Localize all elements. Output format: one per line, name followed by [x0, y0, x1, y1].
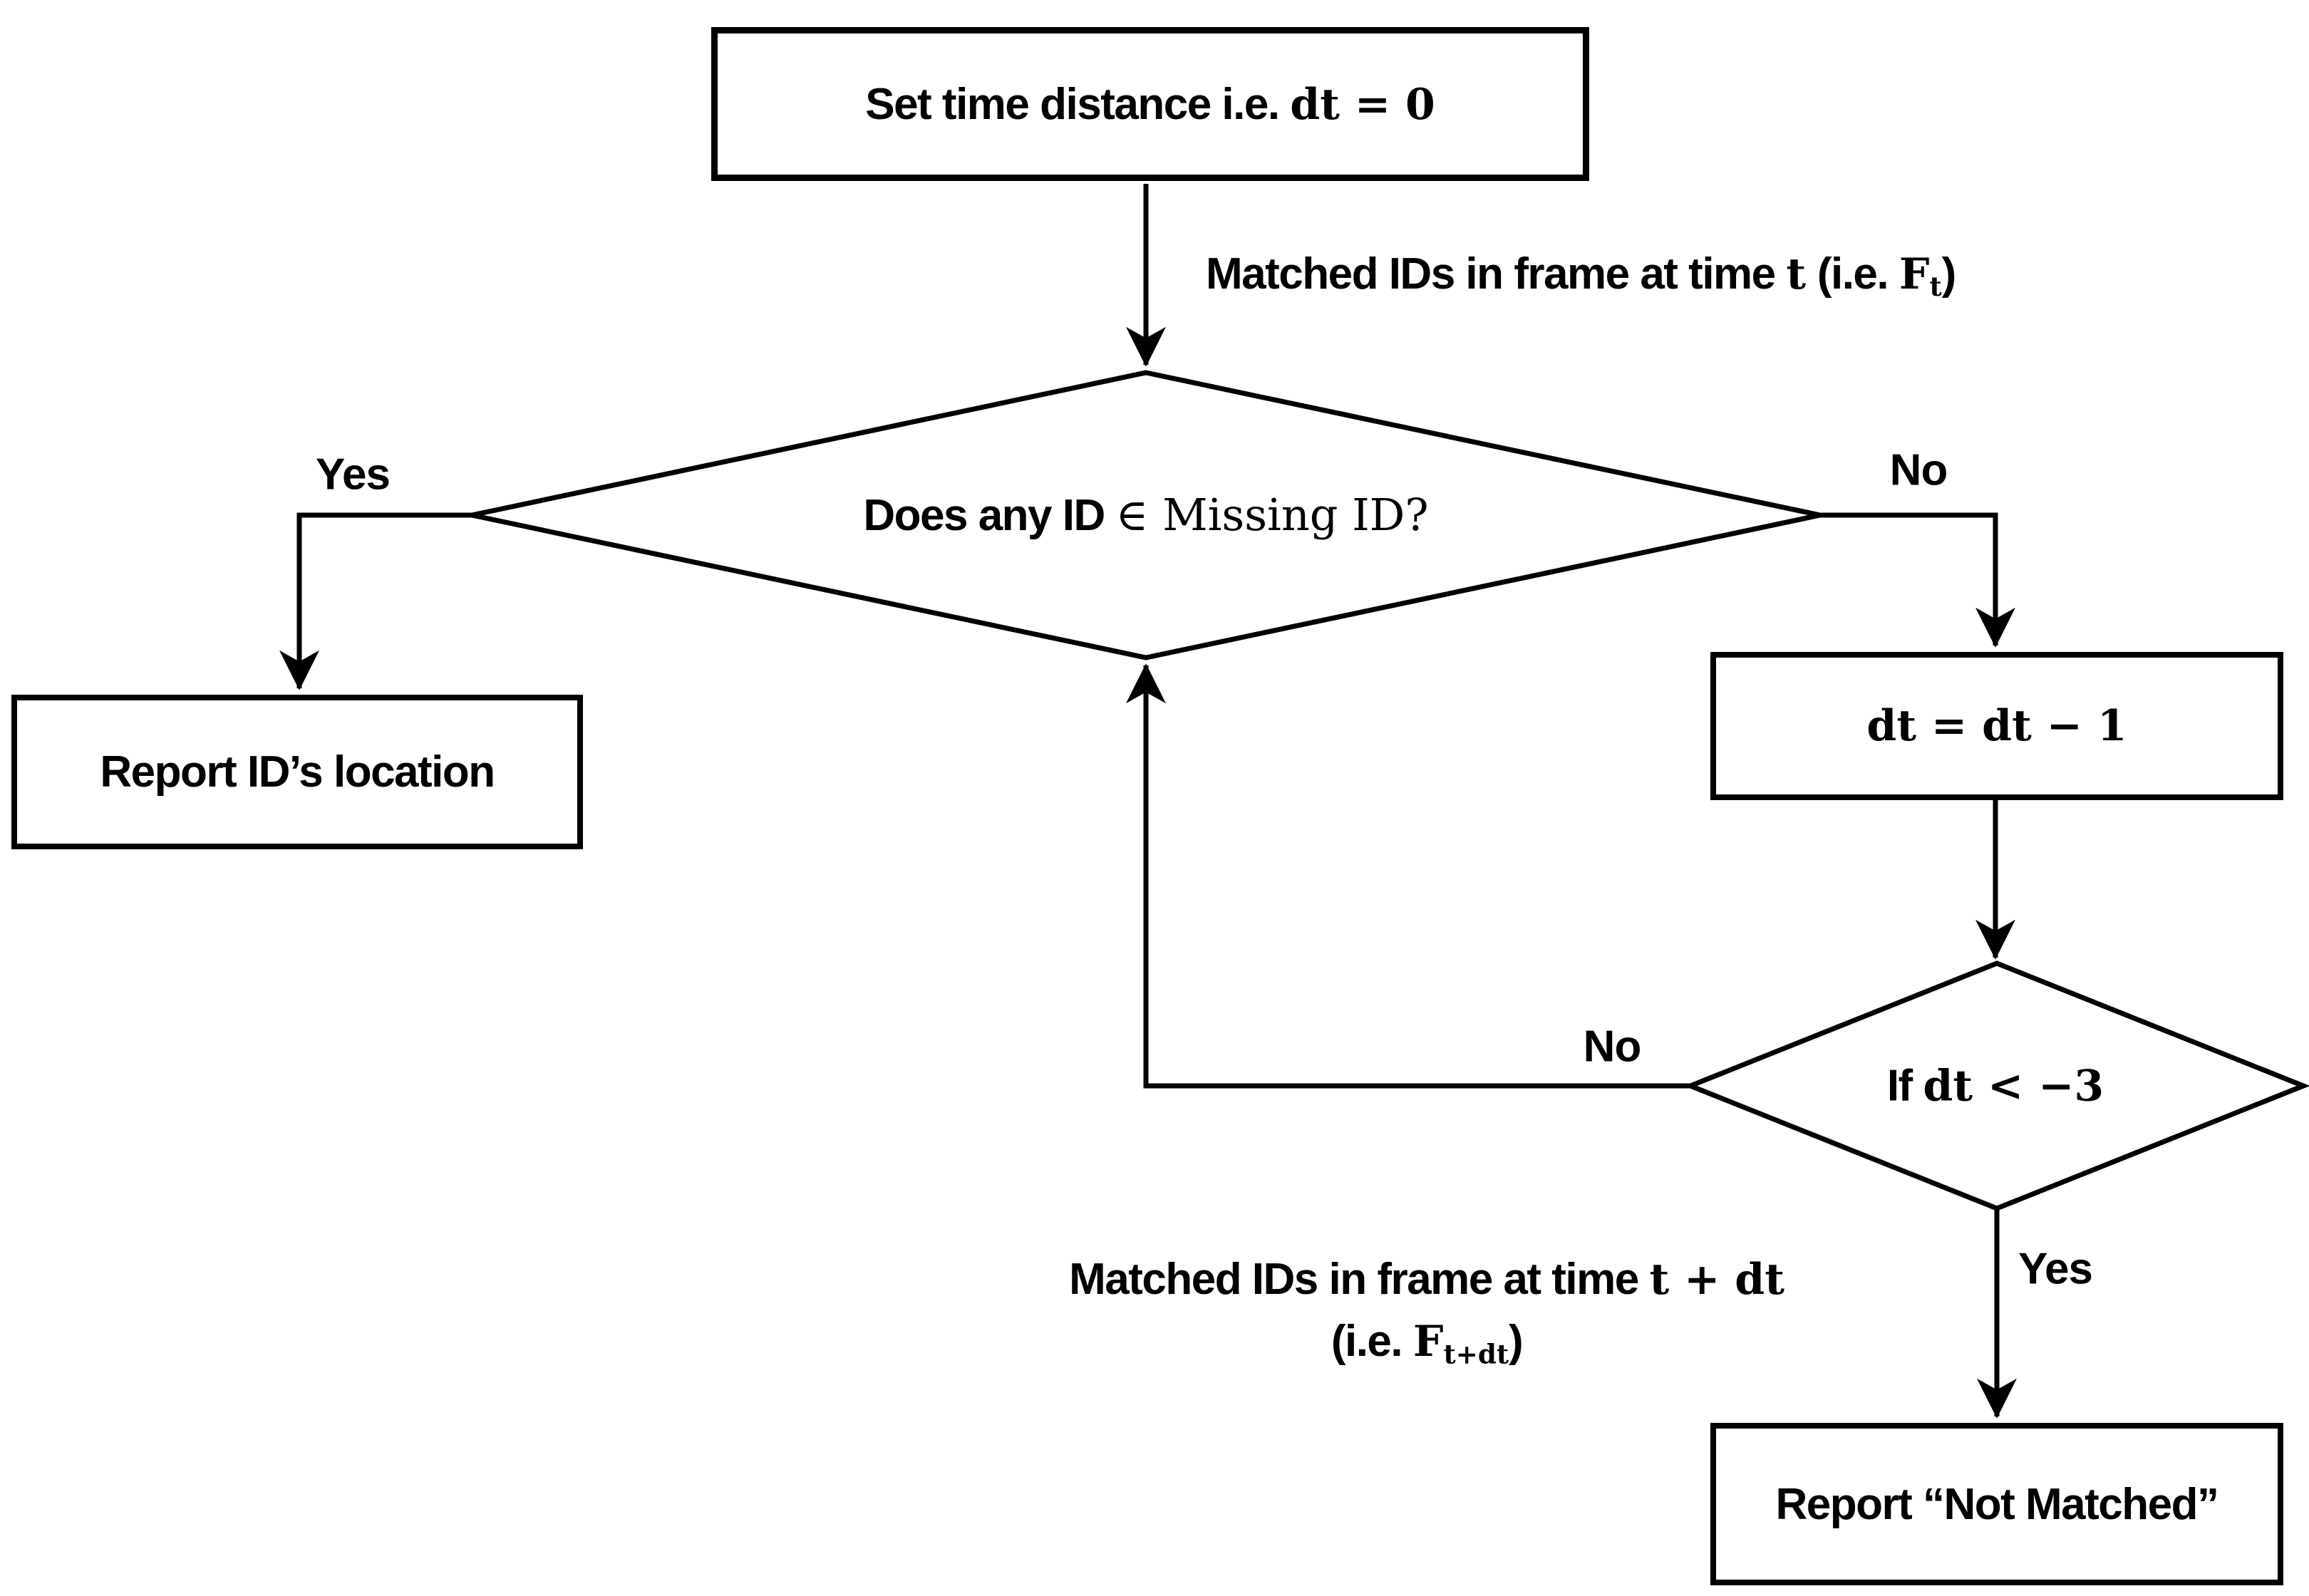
- decision1-diamond: [471, 370, 1821, 660]
- frame-t-dt-annotation: Matched IDs in frame at time t + dt (i.e…: [1069, 1249, 1784, 1373]
- arrow-decision2-no-loop: [1126, 663, 1690, 1089]
- arrow-decision1-yes: [279, 512, 472, 690]
- decrement-box: dt = dt − 1: [1710, 652, 2283, 800]
- report-not-matched-text: Report “Not Matched”: [1775, 1479, 2220, 1529]
- edge-label-no-decision1: No: [1889, 445, 1948, 495]
- report-location-text: Report ID’s location: [100, 747, 495, 797]
- frame-t-dt-line1: Matched IDs in frame at time t + dt: [1069, 1255, 1784, 1305]
- start-box: Set time distance i.e. dt = 0: [711, 27, 1589, 181]
- edge-label-yes-decision1: Yes: [316, 450, 391, 499]
- edge-label-no-decision2: No: [1583, 1022, 1642, 1072]
- start-box-text: Set time distance i.e. dt = 0: [865, 79, 1435, 130]
- arrow-decision1-no: [1820, 512, 2015, 648]
- decrement-text: dt = dt − 1: [1866, 701, 2127, 751]
- edge-label-yes-decision2: Yes: [2018, 1244, 2093, 1294]
- report-location-box: Report ID’s location: [11, 695, 583, 849]
- decision2-text: If dt < −3: [1886, 1061, 2104, 1112]
- frame-t-dt-line2: (i.e. Ft+dt): [1331, 1317, 1524, 1370]
- frame-t-annotation: Matched IDs in frame at time t (i.e. Ft): [1206, 249, 1956, 303]
- report-not-matched-box: Report “Not Matched”: [1710, 1423, 2283, 1585]
- decision2-diamond: [1683, 960, 2309, 1211]
- decision1-text: Does any ID ∈ Missing ID?: [863, 488, 1429, 541]
